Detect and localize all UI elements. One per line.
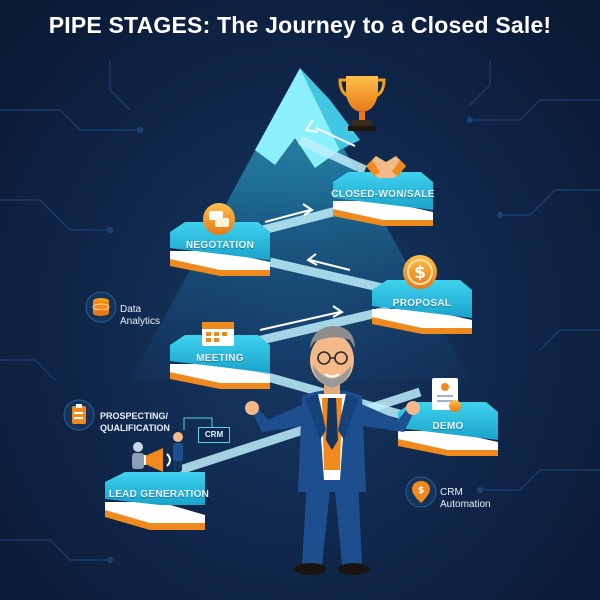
data-analytics-line1: Data <box>120 304 142 315</box>
circuit-lines <box>0 60 600 564</box>
prospecting-line2: QUALIFICATION <box>100 423 170 433</box>
crm-automation-line1: CRM <box>440 487 463 498</box>
svg-text:$: $ <box>414 263 426 283</box>
stage-label-negotiation: NEGOTATION <box>185 240 255 251</box>
stage-label-proposal: PROPOSAL <box>392 298 452 309</box>
chat-bubbles-icon <box>203 203 235 235</box>
crm-connector <box>183 417 213 430</box>
document-icon <box>432 378 461 412</box>
svg-text:$: $ <box>418 486 424 496</box>
data-analytics-line2: Analytics <box>120 316 161 327</box>
crm-automation-line2: Automation <box>440 499 491 510</box>
platform-meeting <box>170 335 270 389</box>
crm-automation-label: CRM Automation <box>440 487 491 511</box>
businessman-small-icon <box>173 432 183 471</box>
stage-label-closed-won: CLOSED-WON/SALE <box>331 189 435 200</box>
data-analytics-label: Data Analytics <box>120 304 160 328</box>
handshake-icon <box>366 156 406 178</box>
clipboard-icon <box>63 399 95 431</box>
platform-negotiation <box>170 222 270 276</box>
page-title: PIPE STAGES: The Journey to a Closed Sal… <box>48 12 552 38</box>
stage-label-lead-generation: LEAD GENERATION <box>108 489 210 500</box>
database-icon <box>85 291 117 323</box>
crm-tag: CRM <box>198 427 230 443</box>
platform-lead-generation <box>105 472 205 530</box>
dollar-coin-icon: $ <box>403 255 437 289</box>
trophy-icon <box>338 76 386 131</box>
stage-label-demo: DEMO <box>432 421 464 432</box>
platform-proposal <box>372 280 472 334</box>
prospecting-line1: PROSPECTING/ <box>100 411 169 421</box>
stage-label-meeting: MEETING <box>196 353 244 364</box>
businessman-illustration <box>245 326 420 575</box>
location-dollar-icon: $ <box>405 476 437 508</box>
small-person-icon <box>132 442 144 469</box>
platform-demo <box>398 402 498 456</box>
calendar-icon <box>202 322 234 346</box>
platform-closed-won <box>333 172 433 226</box>
prospecting-label: PROSPECTING/ QUALIFICATION <box>100 410 170 434</box>
